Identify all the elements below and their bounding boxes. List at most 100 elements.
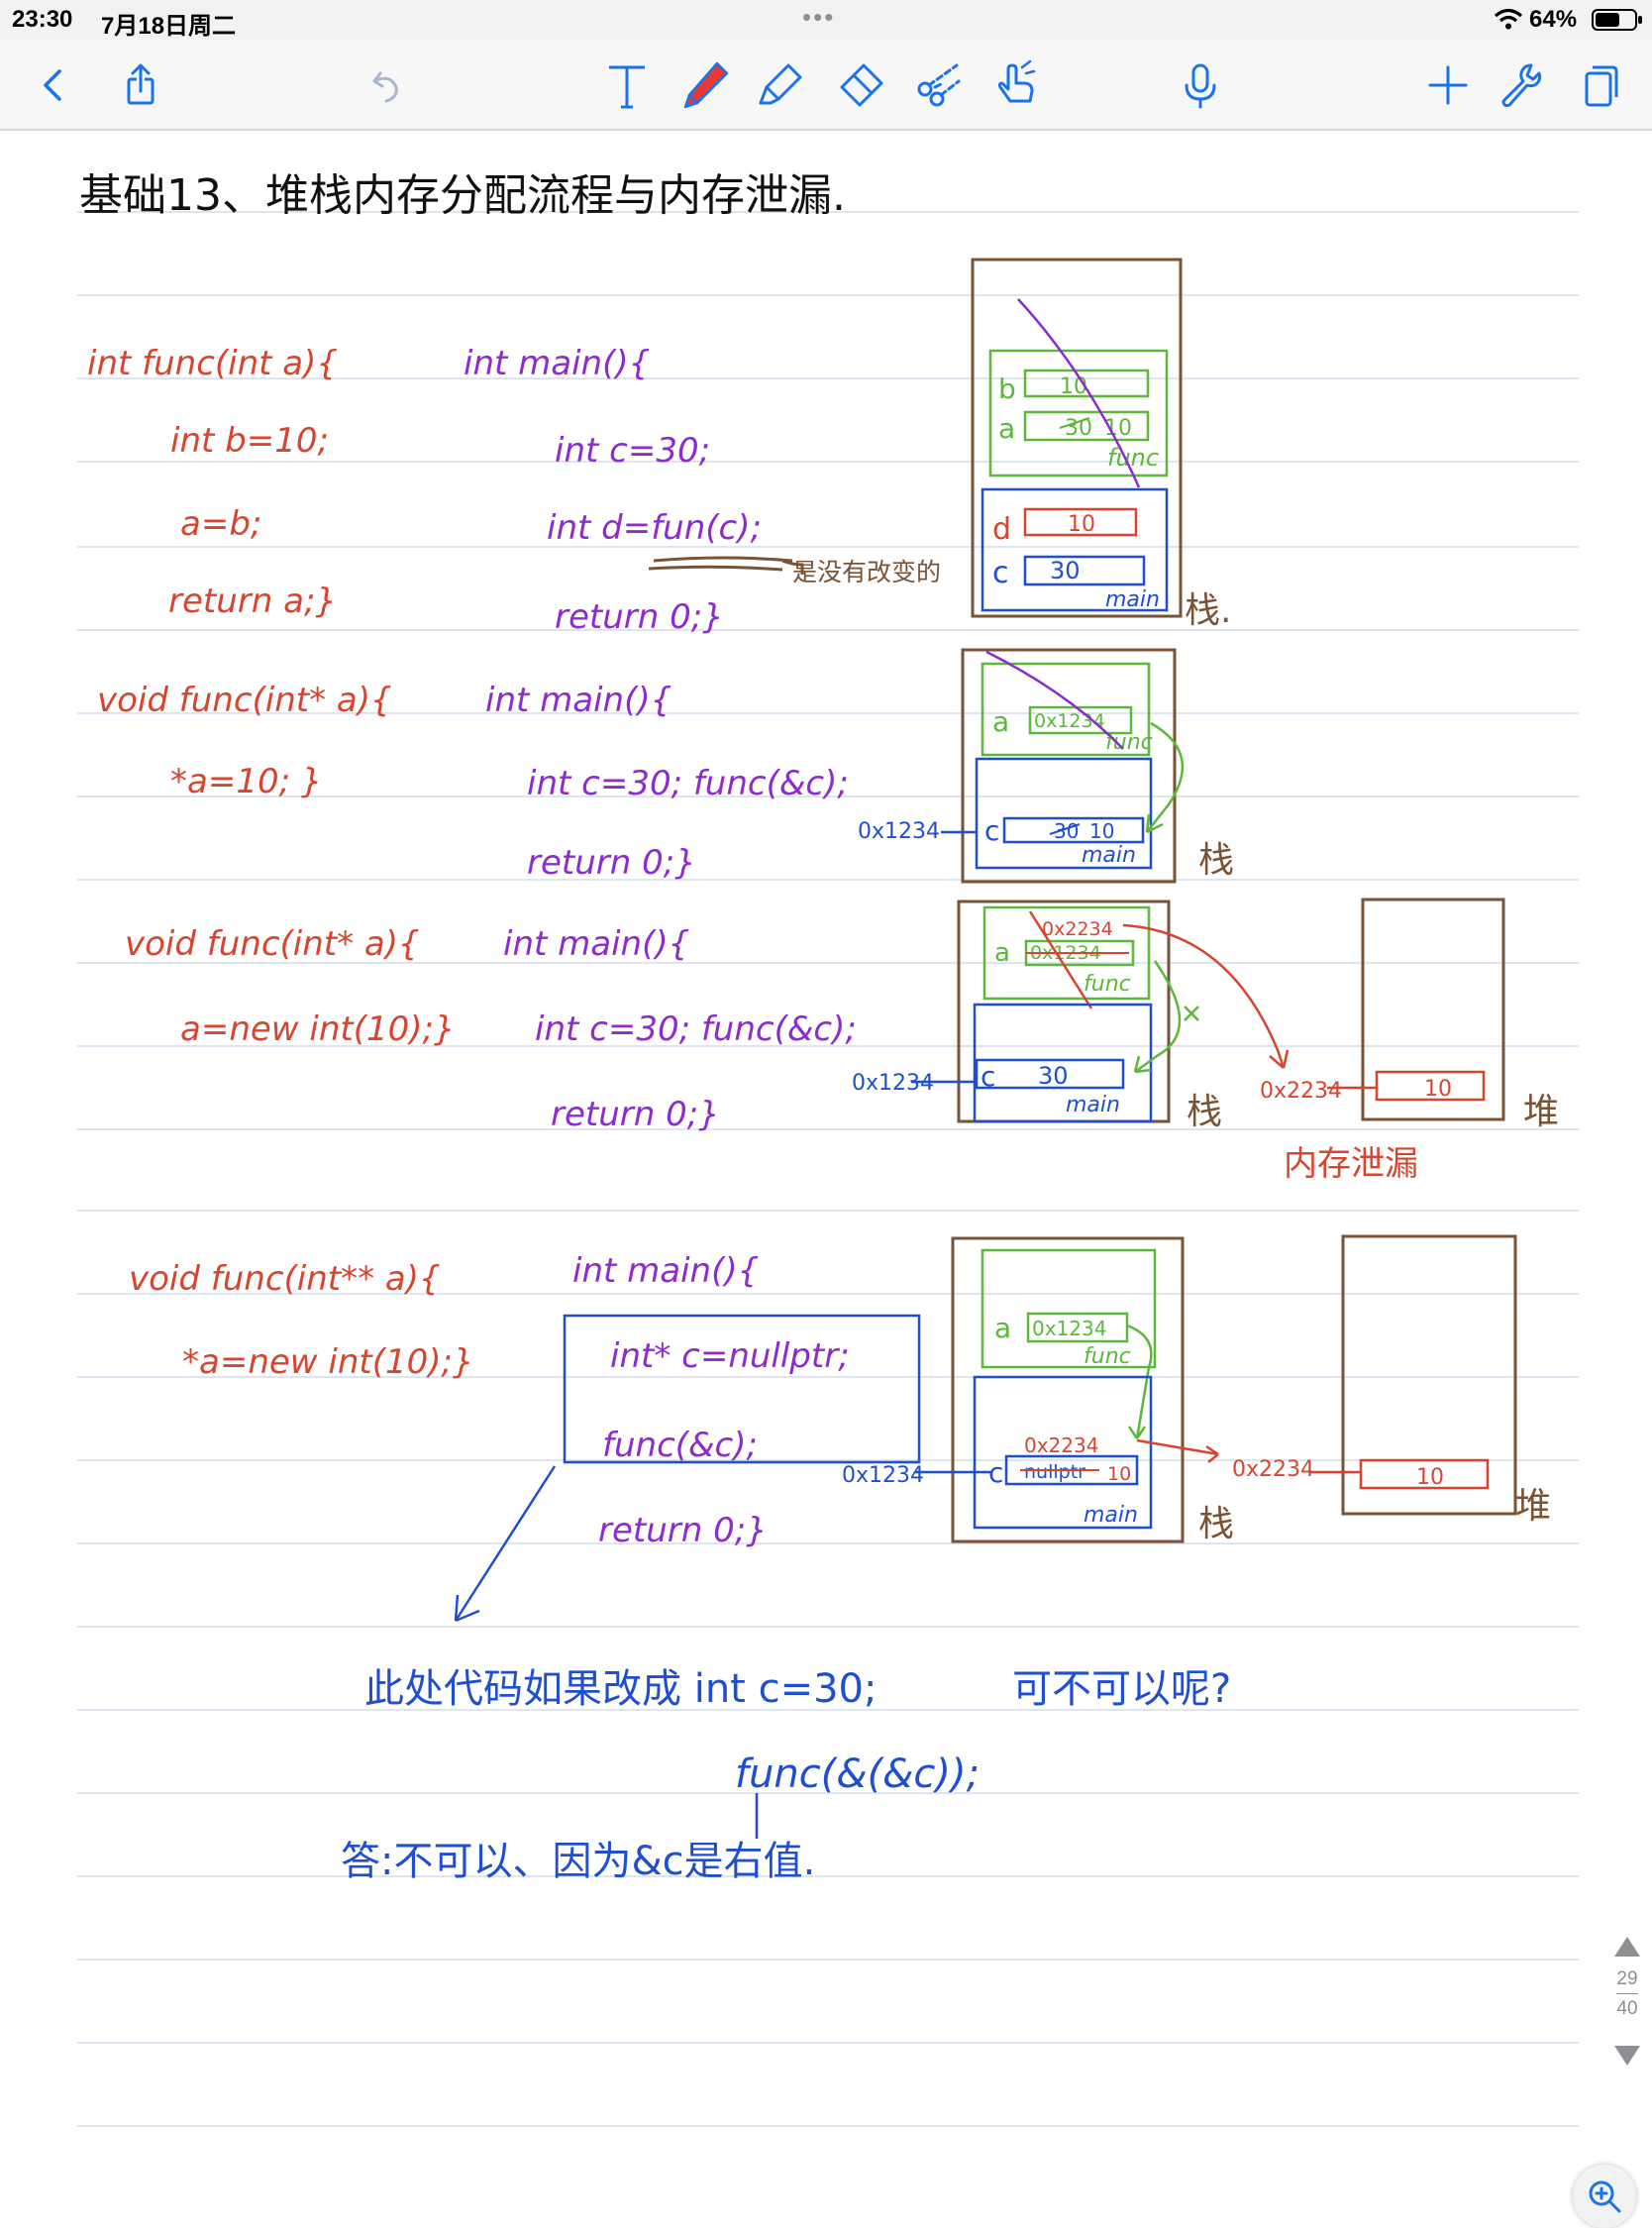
microphone-icon[interactable] <box>1173 57 1228 113</box>
svg-text:b: b <box>998 372 1016 405</box>
eraser-tool-icon[interactable] <box>832 57 887 113</box>
multitasking-dots-icon[interactable]: ••• <box>802 2 836 32</box>
ex1-main-line: int c=30; <box>555 431 710 471</box>
page-indicator: 29 40 <box>1608 1937 1644 2073</box>
ex1-annotation: 是没有改变的 <box>792 558 941 586</box>
note-title: 基础13、堆栈内存分配流程与内存泄漏. <box>79 170 846 221</box>
ex1-stack-label: 栈. <box>1185 590 1231 631</box>
lasso-scissors-icon[interactable] <box>911 57 967 113</box>
svg-text:c: c <box>988 1456 1003 1489</box>
ex3-heap-value: 10 <box>1424 1077 1452 1102</box>
ex3-c-value: 30 <box>1038 1062 1069 1090</box>
battery-icon <box>1592 9 1642 31</box>
undo-icon[interactable] <box>357 57 412 113</box>
ex2-func-frame-label: func <box>1105 730 1153 755</box>
status-time: 23:30 <box>12 6 73 33</box>
ex1-func-line: int b=10; <box>170 421 329 461</box>
handwritten-note-canvas[interactable]: 基础13、堆栈内存分配流程与内存泄漏. int func(int a){ int… <box>0 131 1652 2203</box>
ex1-func-line: int func(int a){ <box>87 344 338 383</box>
ex2-main-frame-label: main <box>1082 843 1136 868</box>
pen-tool-icon[interactable] <box>677 57 733 113</box>
ex2-main-line: int main(){ <box>485 681 671 720</box>
ex4-main-line: int main(){ <box>572 1251 759 1291</box>
ex4-func-line: *a=new int(10);} <box>182 1342 474 1382</box>
hand-pointer-icon[interactable] <box>988 57 1044 113</box>
ex2-stack-diagram: a 0x1234 func c 30 10 main 0x1234 栈 <box>858 648 1234 884</box>
highlighter-tool-icon[interactable] <box>753 57 808 113</box>
total-pages: 40 <box>1616 1998 1638 2019</box>
ex1-main-line: int d=fun(c); <box>547 508 762 548</box>
ex2-c-new-value: 10 <box>1089 819 1114 843</box>
svg-text:c: c <box>992 556 1009 590</box>
ex4-c-new-value: 0x2234 <box>1024 1433 1098 1457</box>
ex1-main-line: int main(){ <box>464 344 650 383</box>
ex4-heap-address: 0x2234 <box>1232 1457 1314 1482</box>
page-up-icon[interactable] <box>1614 1937 1640 1957</box>
ex3-func-line: void func(int* a){ <box>125 924 420 964</box>
back-icon[interactable] <box>26 57 81 113</box>
question-line-1-end: 可不可以呢? <box>1012 1666 1231 1712</box>
toolbar <box>0 40 1652 131</box>
share-icon[interactable] <box>113 57 168 113</box>
text-tool-icon[interactable] <box>599 57 655 113</box>
ex3-a-new-value: 0x2234 <box>1042 918 1113 940</box>
svg-text:a: a <box>994 938 1010 968</box>
ex1-d-value: 10 <box>1068 512 1095 537</box>
ex4-heap-value: 10 <box>1416 1465 1444 1490</box>
ex2-stack-label: 栈 <box>1198 840 1234 881</box>
ex1-func-line: a=b; <box>180 504 261 544</box>
ex1-b-value: 10 <box>1060 374 1087 399</box>
ex3-address-label: 0x1234 <box>852 1071 934 1096</box>
ex4-c-old-value: nullptr <box>1024 1461 1085 1483</box>
battery-percent: 64% <box>1529 6 1578 33</box>
ex4-address-label: 0x1234 <box>842 1463 924 1488</box>
ex1-c-value: 30 <box>1050 557 1081 584</box>
ex1-stack-diagram: b a 10 30 10 func d c 10 30 main 栈. <box>971 258 1231 631</box>
ex3-heap-label: 堆 <box>1523 1092 1559 1132</box>
ex4-main-frame-label: main <box>1084 1503 1138 1528</box>
ex3-stack-label: 栈 <box>1187 1092 1222 1132</box>
ex4-a-value: 0x1234 <box>1032 1317 1106 1340</box>
ex4-main-line: int* c=nullptr; <box>610 1336 850 1376</box>
ex1-main-frame-label: main <box>1105 587 1160 612</box>
ex3-func-frame-label: func <box>1084 972 1131 997</box>
current-page: 29 <box>1616 1968 1638 1989</box>
ex4-stack-diagram: a 0x1234 func c 0x2234 nullptr 10 main 0… <box>842 1234 1551 1544</box>
ruled-lines <box>77 211 1579 2127</box>
ex3-leak-note: 内存泄漏 <box>1284 1144 1418 1184</box>
note-page[interactable]: 基础13、堆栈内存分配流程与内存泄漏. int func(int a){ int… <box>0 131 1652 2203</box>
ex3-func-line: a=new int(10);} <box>180 1009 456 1049</box>
ex4-func-frame-label: func <box>1084 1344 1131 1369</box>
svg-text:a: a <box>998 412 1015 445</box>
ex2-main-line: return 0;} <box>527 843 696 883</box>
svg-text:c: c <box>981 1060 995 1093</box>
ex2-main-line: int c=30; func(&c); <box>527 764 849 803</box>
add-icon[interactable] <box>1420 57 1476 113</box>
ex1-main-line: return 0;} <box>555 597 724 637</box>
ex4-stack-label: 栈 <box>1198 1504 1234 1544</box>
svg-text:a: a <box>994 1312 1011 1344</box>
settings-wrench-icon[interactable] <box>1494 57 1549 113</box>
ex1-a-old-value: 30 <box>1065 416 1092 441</box>
ex3-main-line: return 0;} <box>551 1095 720 1134</box>
ex4-main-line: return 0;} <box>598 1511 768 1550</box>
pages-icon[interactable] <box>1573 57 1628 113</box>
svg-text:d: d <box>992 512 1011 547</box>
ex3-main-frame-label: main <box>1066 1093 1120 1117</box>
svg-text:c: c <box>984 814 999 847</box>
status-bar: 23:30 7月18日周二 ••• 64% <box>0 0 1652 40</box>
question-line-2: func(&(&c)); <box>735 1751 980 1797</box>
ex2-func-line: void func(int* a){ <box>97 681 392 720</box>
ex4-heap-label: 堆 <box>1515 1486 1551 1527</box>
page-down-icon[interactable] <box>1614 2046 1640 2066</box>
ex3-stack-diagram: a 0x2234 0x1234 func c 30 main 0x1234 栈 … <box>852 898 1559 1184</box>
ex3-heap-address: 0x2234 <box>1260 1079 1342 1104</box>
zoom-icon[interactable] <box>1573 2165 1636 2228</box>
answer-line: 答:不可以、因为&c是右值. <box>341 1839 815 1884</box>
ex2-address-label: 0x1234 <box>858 819 940 844</box>
ex1-func-frame-label: func <box>1107 444 1159 472</box>
ex4-func-line: void func(int** a){ <box>129 1259 441 1299</box>
ex4-c-edit-value: 10 <box>1107 1463 1131 1485</box>
wifi-icon <box>1494 8 1523 30</box>
ex4-main-line: func(&c); <box>602 1426 758 1465</box>
